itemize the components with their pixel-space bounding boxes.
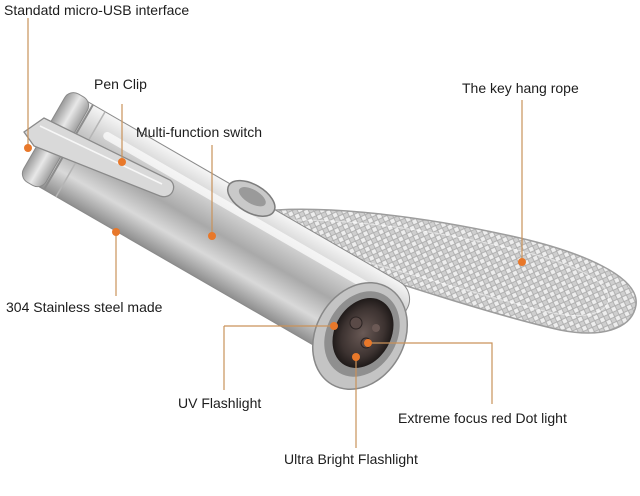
markers xyxy=(24,144,526,361)
label-red-dot-light: Extreme focus red Dot light xyxy=(398,410,567,426)
label-usb-interface: Standatd micro-USB interface xyxy=(4,2,190,18)
label-stainless-steel: 304 Stainless steel made xyxy=(6,299,163,315)
lens-face xyxy=(332,298,394,368)
label-multi-function-switch: Multi-function switch xyxy=(136,124,263,140)
flashlight-head xyxy=(311,281,409,391)
label-ultra-bright-flashlight: Ultra Bright Flashlight xyxy=(284,451,418,467)
pen-clip xyxy=(23,117,175,198)
key-hang-rope xyxy=(230,208,637,334)
label-key-hang-rope: The key hang rope xyxy=(462,80,579,96)
label-uv-flashlight: UV Flashlight xyxy=(178,395,262,411)
leader-lines xyxy=(27,18,523,448)
label-pen-clip: Pen Clip xyxy=(94,76,147,92)
